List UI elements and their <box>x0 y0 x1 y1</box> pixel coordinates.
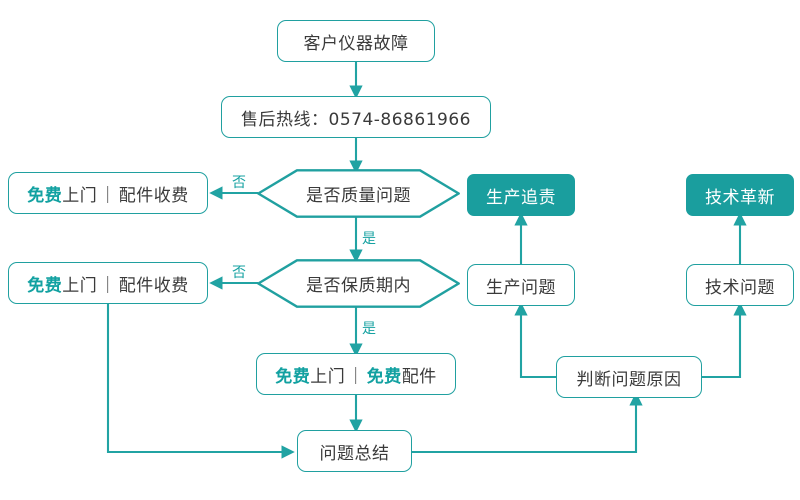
node-start-label: 客户仪器故障 <box>303 33 409 54</box>
hexagon-shape-warranty <box>257 259 460 308</box>
node-decision-quality[interactable]: 是否质量问题 <box>257 169 460 218</box>
node-production-issue[interactable]: 生产问题 <box>467 264 575 306</box>
node-tech-issue[interactable]: 技术问题 <box>686 264 794 306</box>
paid-parts-1-rest: 上门 <box>62 185 98 206</box>
node-all-free-text: 免费上门｜免费配件 <box>275 362 437 387</box>
node-tech-innovation[interactable]: 技术革新 <box>686 174 794 216</box>
all-free-sep: ｜ <box>347 366 365 387</box>
free-keyword-parts: 免费 <box>366 366 402 387</box>
node-tech-issue-label: 技术问题 <box>705 277 775 298</box>
node-all-free[interactable]: 免费上门｜免费配件 <box>256 353 456 395</box>
free-keyword: 免费 <box>27 185 63 206</box>
node-decision-warranty[interactable]: 是否保质期内 <box>257 259 460 308</box>
paid-parts-2-sep: ｜ <box>99 275 117 296</box>
edge-diagnose-to-tech-issue <box>702 302 747 379</box>
all-free-rest1: 上门 <box>310 366 346 387</box>
node-paid-parts-1-text: 免费上门｜配件收费 <box>27 181 189 206</box>
paid-parts-1-tail: 配件收费 <box>118 185 189 206</box>
edge-label-quality-no: 否 <box>231 172 247 192</box>
paid-parts-1-sep: ｜ <box>99 185 117 206</box>
edge-paid2-to-summary <box>106 304 295 459</box>
edge-label-warranty-no: 否 <box>231 262 247 282</box>
node-paid-parts-2-text: 免费上门｜配件收费 <box>27 271 189 296</box>
node-diagnose-cause-label: 判断问题原因 <box>576 369 682 390</box>
node-decision-quality-label: 是否质量问题 <box>306 186 411 206</box>
node-summary[interactable]: 问题总结 <box>297 430 412 472</box>
node-hotline[interactable]: 售后热线：0574-86861966 <box>221 96 491 138</box>
node-summary-label: 问题总结 <box>319 443 390 464</box>
free-keyword: 免费 <box>27 275 63 296</box>
node-diagnose-cause[interactable]: 判断问题原因 <box>556 356 702 398</box>
free-keyword-visit: 免费 <box>275 366 311 387</box>
all-free-rest2: 配件 <box>401 366 437 387</box>
hexagon-shape-quality <box>257 169 460 218</box>
node-hotline-label: 售后热线：0574-86861966 <box>241 109 471 130</box>
paid-parts-2-rest: 上门 <box>62 275 98 296</box>
edge-summary-to-diagnose <box>412 392 643 454</box>
node-production-accountability[interactable]: 生产追责 <box>467 174 575 216</box>
node-start[interactable]: 客户仪器故障 <box>277 20 435 62</box>
node-production-issue-label: 生产问题 <box>486 277 556 298</box>
edge-label-warranty-yes: 是 <box>361 318 377 338</box>
edge-label-quality-yes: 是 <box>361 228 377 248</box>
node-paid-parts-1[interactable]: 免费上门｜配件收费 <box>8 172 208 214</box>
node-paid-parts-2[interactable]: 免费上门｜配件收费 <box>8 262 208 304</box>
node-decision-warranty-label: 是否保质期内 <box>306 276 411 296</box>
node-production-accountability-label: 生产追责 <box>486 187 556 208</box>
edge-diagnose-to-production-issue <box>514 302 556 379</box>
node-tech-innovation-label: 技术革新 <box>705 187 775 208</box>
paid-parts-2-tail: 配件收费 <box>118 275 189 296</box>
